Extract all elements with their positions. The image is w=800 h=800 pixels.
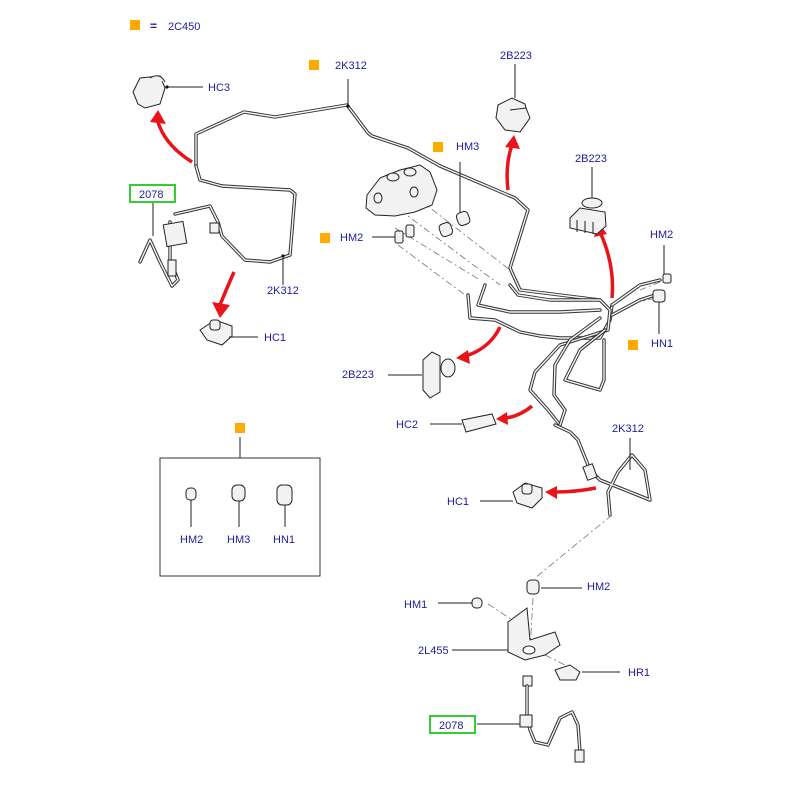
label-2k312-top: 2K312 (335, 60, 367, 72)
arrow-to-hc2-head (496, 412, 508, 425)
label-hm1-bottom: HM1 (404, 599, 427, 611)
legend-marker (130, 20, 140, 30)
part-hm3-top (438, 210, 471, 238)
part-2b223-top (495, 97, 531, 133)
part-hc2 (461, 413, 497, 433)
label-2b223-top: 2B223 (500, 50, 532, 62)
highlight-2078-bottom (429, 715, 476, 734)
brake-pipe-bundle (466, 278, 662, 517)
assembly-lines (394, 199, 661, 666)
arrow-to-hc3-head (150, 110, 166, 124)
arrow-to-hc1-left-head (212, 302, 230, 318)
hose-end-fitting (167, 259, 177, 277)
arrow-to-hc1-right (555, 486, 597, 494)
marker-hn1 (628, 340, 638, 350)
brake-hose-bottom (519, 675, 585, 763)
label-hc2: HC2 (396, 419, 418, 431)
part-hm2-top (394, 224, 415, 244)
part-hm2-right (662, 273, 672, 284)
label-hm2-right: HM2 (650, 229, 673, 241)
marker-hm3 (433, 142, 443, 152)
legend-part-number: 2C450 (168, 21, 200, 33)
part-hc3-clip (132, 75, 203, 109)
part-valve-block (365, 164, 438, 217)
marker-hm2-top (320, 233, 330, 243)
kit-label-hm2: HM2 (180, 534, 203, 546)
part-2b223-right (569, 197, 607, 235)
label-hc1-right: HC1 (447, 496, 469, 508)
marker-kit-box (235, 423, 245, 433)
part-2l455-bracket (507, 607, 561, 661)
kit-label-hn1: HN1 (273, 534, 295, 546)
label-hm3-top: HM3 (456, 141, 479, 153)
kit-item-hm3 (231, 484, 246, 527)
kit-item-hm2 (185, 487, 197, 527)
arrow-to-2b223-top-head (505, 135, 520, 149)
part-hc1-left (199, 319, 233, 346)
kit-label-hm3: HM3 (227, 534, 250, 546)
arrow-to-2b223-mid-head (456, 350, 470, 364)
arrow-to-hc1-right-head (545, 486, 557, 499)
legend-equals: = (150, 19, 157, 33)
label-2k312-right: 2K312 (612, 423, 644, 435)
part-hm2-bottom (526, 579, 540, 595)
part-hm1-bottom (471, 597, 483, 609)
arrow-to-2b223-mid (465, 326, 502, 358)
arrow-to-2b223-right (598, 231, 615, 299)
label-hm2-bottom: HM2 (587, 581, 610, 593)
label-2078-bottom: 2078 (439, 720, 463, 732)
kit-box (159, 457, 321, 577)
label-2b223-mid: 2B223 (342, 369, 374, 381)
brake-hose-left (138, 220, 188, 288)
label-2k312-left: 2K312 (267, 285, 299, 297)
marker-2k312-top (309, 60, 319, 70)
label-2l455: 2L455 (418, 645, 449, 657)
label-hc1-left: HC1 (264, 332, 286, 344)
kit-item-hn1 (276, 484, 293, 527)
arrow-to-2b223-top (505, 144, 514, 191)
brake-pipe-2k312-top (173, 103, 602, 302)
label-hm2-top: HM2 (340, 232, 363, 244)
label-hr1: HR1 (628, 667, 650, 679)
part-hn1-right (652, 289, 666, 303)
label-2b223-right: 2B223 (575, 153, 607, 165)
pipe-clip (582, 463, 598, 481)
label-2078-top: 2078 (139, 189, 163, 201)
hose-bracket (162, 220, 188, 248)
arrow-to-hc2 (505, 404, 534, 420)
part-hc1-right (512, 482, 543, 509)
highlight-2078-top (129, 184, 176, 203)
red-arrows (150, 110, 615, 499)
part-hr1 (554, 664, 581, 681)
part-2b223-mid (422, 351, 456, 399)
label-hc3: HC3 (208, 82, 230, 94)
arrow-to-hc1-left (218, 271, 236, 306)
pipe-fitting (209, 222, 220, 234)
label-hn1-right: HN1 (651, 338, 673, 350)
arrow-to-hc3 (156, 121, 193, 164)
